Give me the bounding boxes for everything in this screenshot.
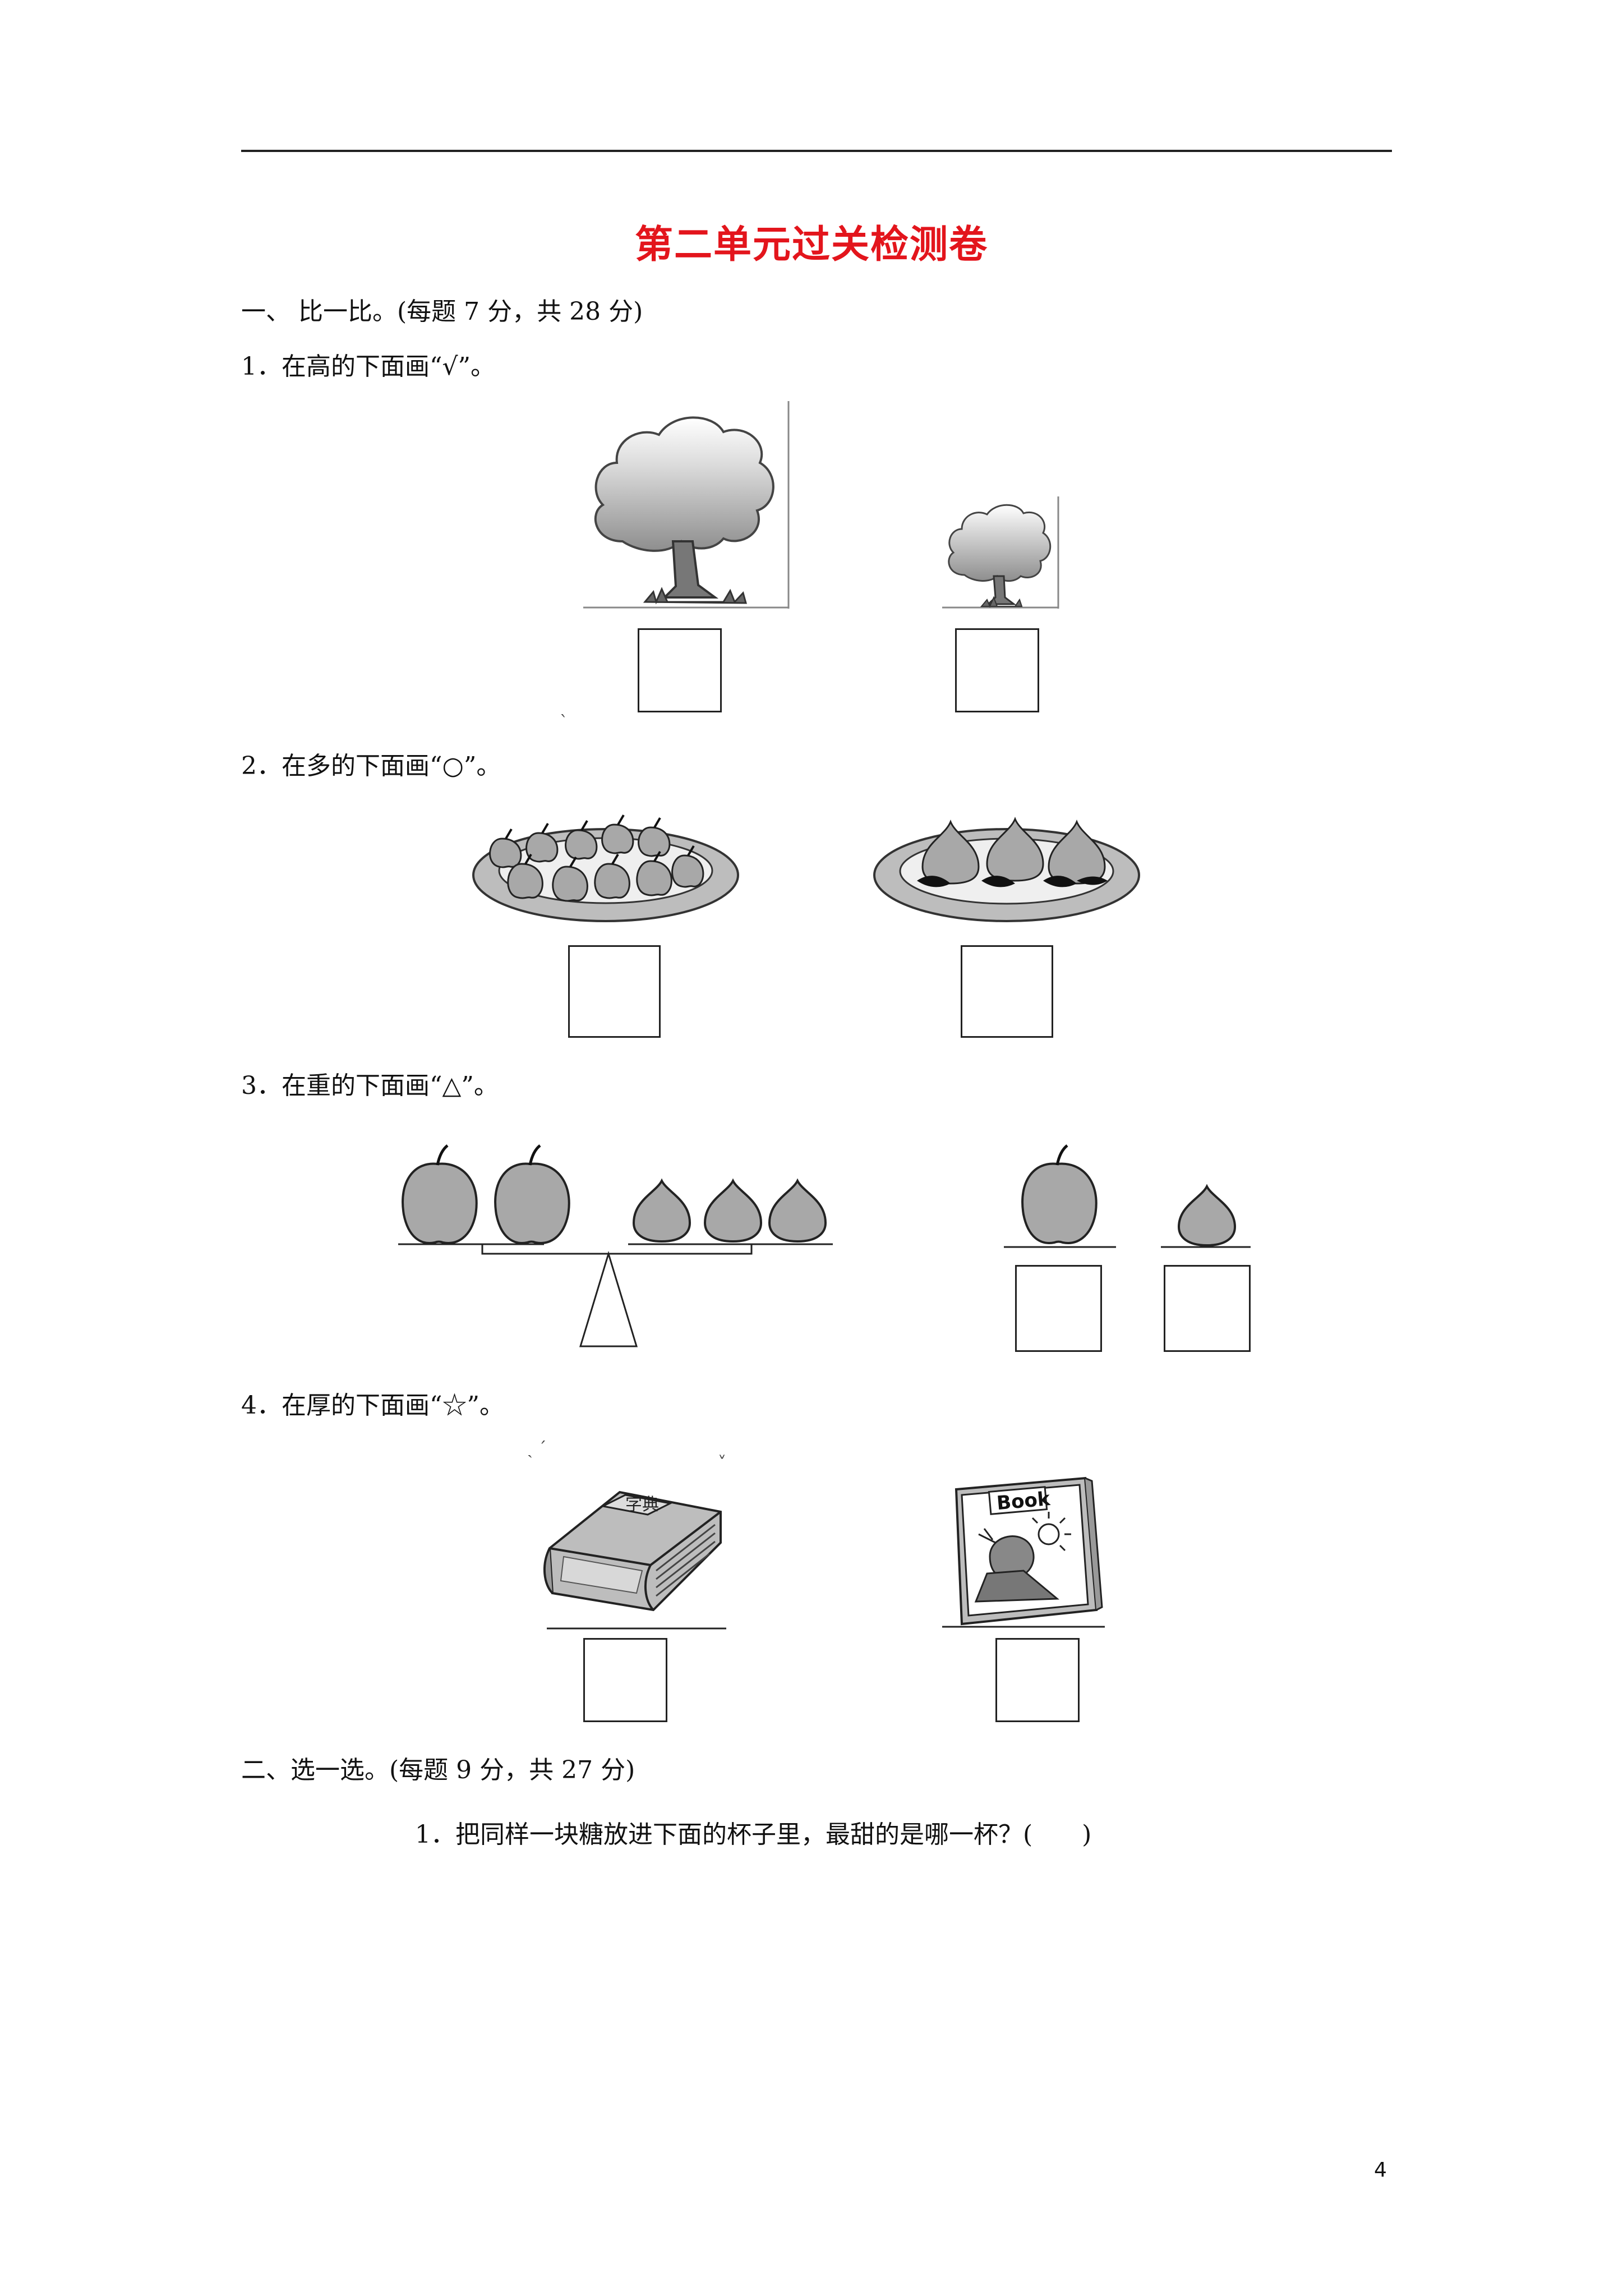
section2-heading: 二、选一选。(每题 9 分，共 27 分) [241,1756,635,1784]
single-peach-illustration [1177,1184,1237,1247]
dictionary-cover-text: 字典 [625,1495,659,1515]
single-apple-illustration [1021,1144,1098,1244]
header-rule [241,150,1392,152]
thick-dictionary-illustration: 字典 [543,1490,722,1612]
stray-mark: ˬ [718,1439,726,1458]
book-cover-text: Book [996,1488,1052,1515]
answer-box-peaches[interactable] [961,945,1053,1038]
answer-box-dictionary[interactable] [583,1638,667,1722]
thin-book-illustration: Book [955,1476,1103,1626]
stray-mark: ˎ ˊ [527,1439,547,1458]
section1-heading: 一、 比一比。(每题 7 分，共 28 分) [241,297,643,326]
question-2-1: 1．把同样一块糖放进下面的杯子里，最甜的是哪一杯？( ) [415,1820,1092,1849]
balance-scale-illustration [398,1144,833,1347]
answer-box-peach[interactable] [1164,1265,1251,1352]
answer-box-book[interactable] [995,1638,1080,1722]
book-base-line [942,1626,1105,1628]
short-tree-illustration [942,496,1059,609]
answer-box-short-tree[interactable] [955,628,1039,712]
page-title: 第二单元过关检测卷 [634,222,988,267]
question-1-4: 4．在厚的下面画“☆”。 [241,1391,504,1420]
stray-mark: ˋ [560,712,568,732]
answer-box-apples[interactable] [568,945,661,1038]
question-1-1: 1．在高的下面画“√”。 [241,352,496,381]
dictionary-base-line [547,1627,726,1630]
answer-box-tall-tree[interactable] [638,628,722,712]
tall-tree-illustration [583,401,790,609]
question-1-3: 3．在重的下面画“△”。 [241,1071,499,1100]
page-number: 4 [1374,2159,1387,2182]
answer-box-apple[interactable] [1015,1265,1102,1352]
scale-bases [1004,1246,1251,1248]
question-1-2: 2．在多的下面画“○”。 [241,752,501,780]
plate-with-peaches-illustration [873,816,1140,922]
plate-with-apples-illustration [472,814,739,922]
